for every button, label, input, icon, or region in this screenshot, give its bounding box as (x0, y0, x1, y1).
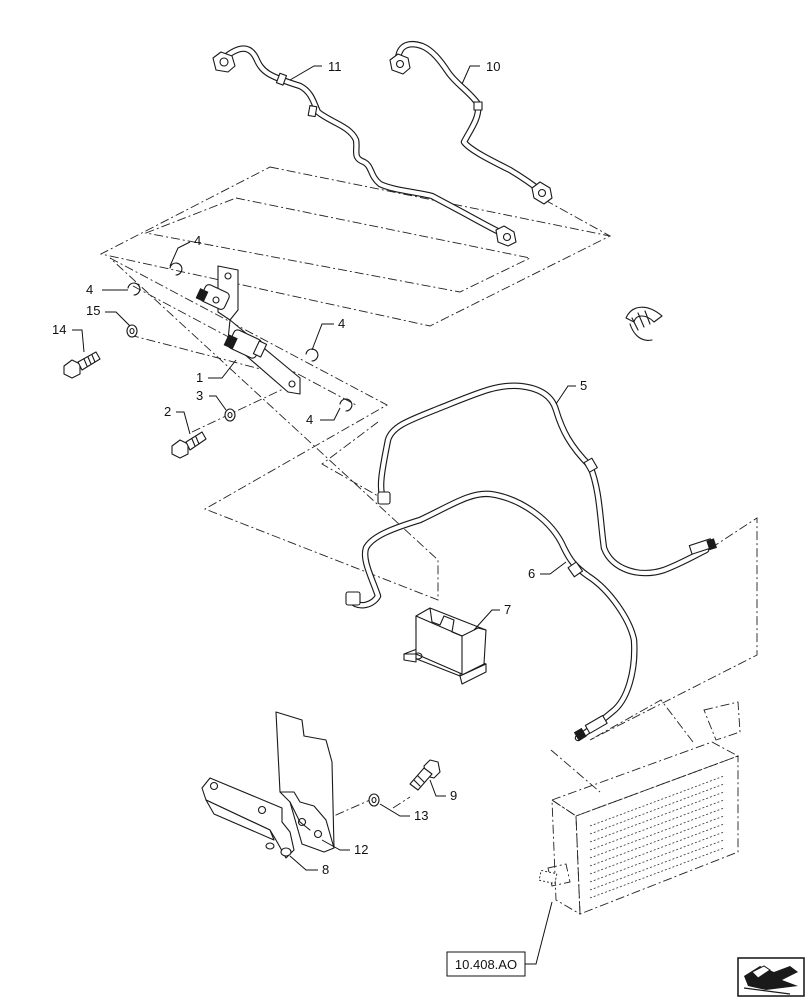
washer-15 (126, 324, 138, 338)
callout-4-upper: 4 (194, 233, 201, 248)
callout-12: 12 (354, 842, 368, 857)
reference-box[interactable]: 10.408.AO (446, 951, 526, 977)
callout-4-lower: 4 (306, 412, 313, 427)
clamp-block-7 (403, 607, 487, 685)
tube-11 (212, 45, 517, 247)
tube-5 (377, 382, 717, 577)
callout-11: 11 (328, 59, 342, 74)
callout-6: 6 (528, 566, 535, 581)
bolt-9 (409, 759, 441, 791)
callout-10: 10 (486, 59, 500, 74)
o-ring-4-upper (169, 262, 183, 276)
o-ring-4-right (305, 348, 319, 362)
callout-5: 5 (580, 378, 587, 393)
o-ring-4-left (127, 282, 141, 296)
callout-8: 8 (322, 862, 329, 877)
callout-14: 14 (52, 322, 66, 337)
assembly-lines (99, 166, 758, 823)
tube-6 (345, 490, 638, 742)
callout-13: 13 (414, 808, 428, 823)
callout-4-left: 4 (86, 282, 93, 297)
callout-2: 2 (164, 404, 171, 419)
bracket-12 (275, 711, 335, 853)
hose-clip (625, 306, 663, 341)
o-ring-4-lower (339, 398, 353, 412)
tube-10 (389, 40, 553, 205)
callout-4-right: 4 (338, 316, 345, 331)
reference-label[interactable]: 10.408.AO (455, 957, 517, 972)
callout-15: 15 (86, 303, 100, 318)
callout-labels: 11 10 4 4 15 14 4 1 3 2 4 5 6 7 9 13 12 … (52, 59, 587, 877)
bracket-8 (201, 777, 295, 859)
callout-1: 1 (196, 370, 203, 385)
oil-cooler (538, 701, 741, 915)
washer-3 (224, 408, 236, 422)
bolt-2 (171, 431, 207, 459)
washer-13 (368, 793, 380, 807)
callout-3: 3 (196, 388, 203, 403)
bolt-14 (63, 351, 101, 379)
valve-bracket-1 (195, 265, 301, 395)
callout-9: 9 (450, 788, 457, 803)
leader-lines (72, 65, 576, 965)
page-turn-arrow-icon[interactable] (737, 957, 805, 997)
callout-7: 7 (504, 602, 511, 617)
